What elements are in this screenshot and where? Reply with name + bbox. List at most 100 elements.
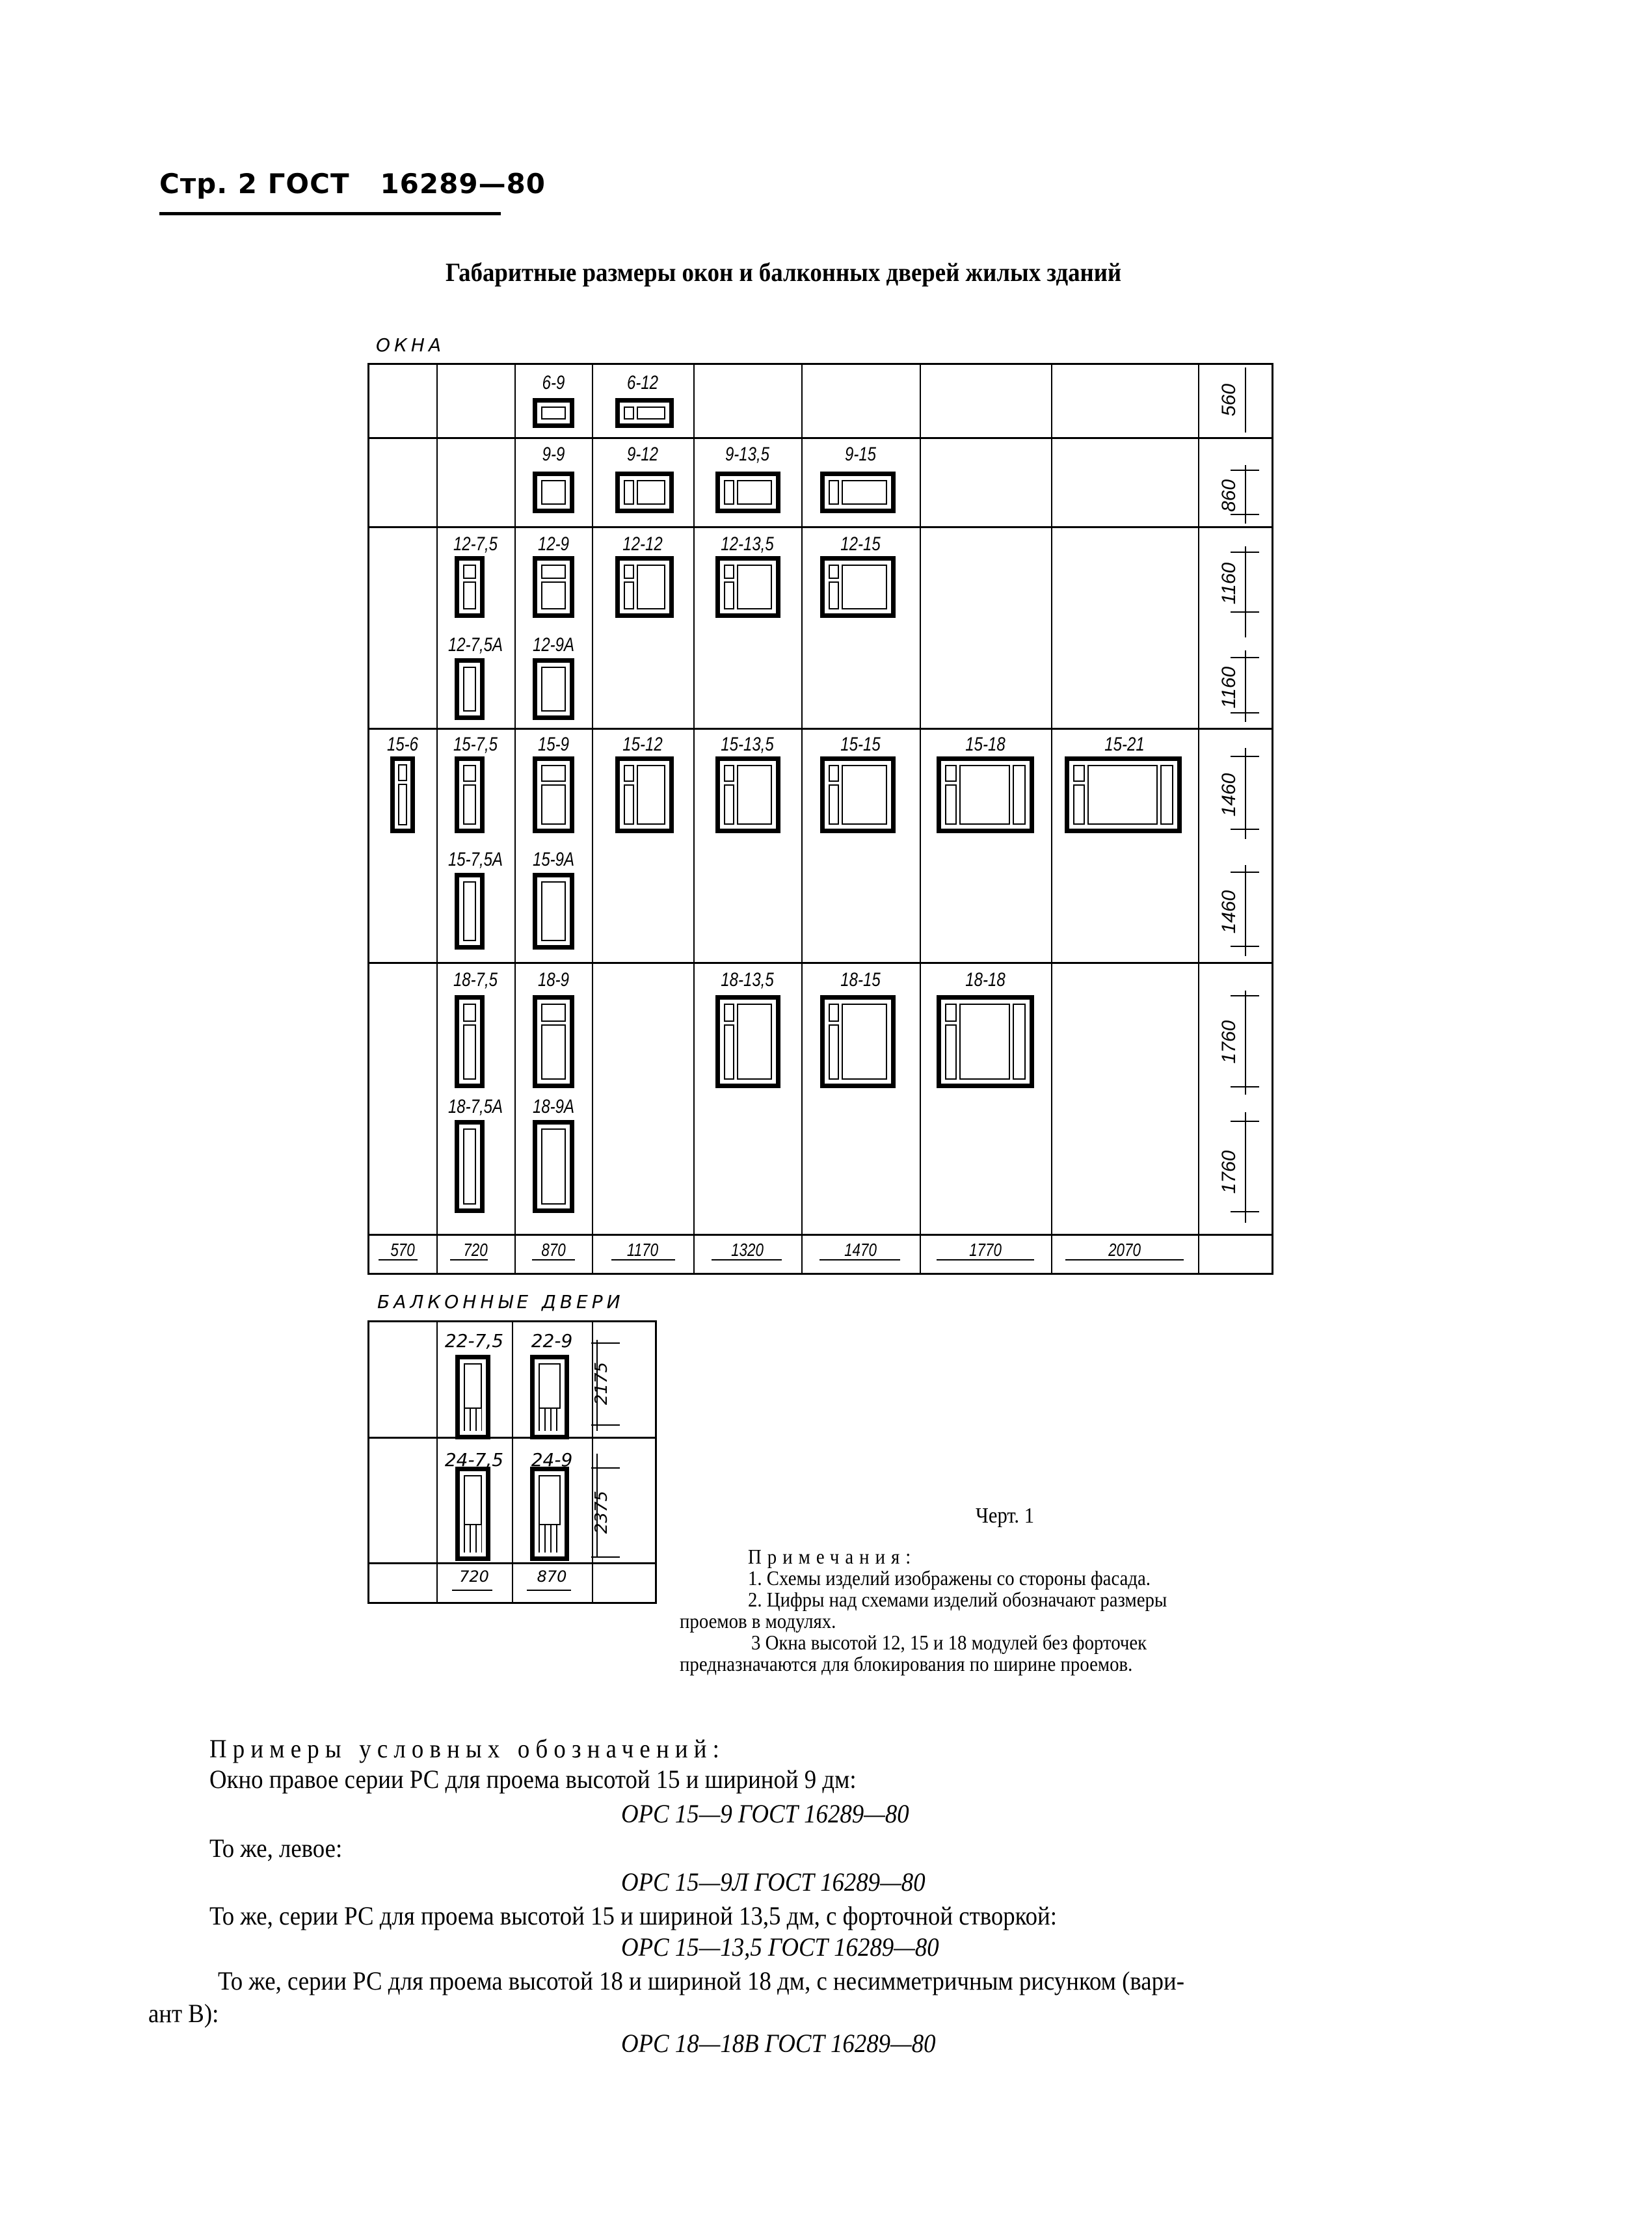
width-dimension: 720 (459, 1567, 489, 1586)
window-18-7-5a-diagram (455, 1120, 485, 1213)
dimension-line (1245, 465, 1246, 524)
window-code: 9-13,5 (725, 444, 770, 465)
column-divider (436, 364, 438, 1275)
window-code: 18-13,5 (721, 969, 774, 991)
door-code: 22-9 (531, 1330, 573, 1352)
dimension-tick (1231, 552, 1259, 553)
door-code: 22-7,5 (444, 1330, 504, 1352)
width-dimension: 570 (390, 1240, 415, 1260)
window-code: 15-13,5 (721, 734, 774, 755)
window-18-18-diagram (937, 995, 1034, 1088)
width-dimension: 1470 (844, 1240, 877, 1260)
dimension-tick (591, 1467, 620, 1469)
row-divider (367, 1562, 657, 1564)
window-9-13-5-diagram (715, 472, 780, 513)
window-code: 15-18 (965, 734, 1006, 755)
dimension-line (1245, 367, 1246, 433)
window-15-9a-diagram (533, 873, 574, 950)
dimension-tick (1231, 872, 1259, 873)
example-code: ОРС 15—9Л ГОСТ 16289—80 (621, 1867, 926, 1897)
width-dimension: 2070 (1108, 1240, 1141, 1260)
dimension-line (937, 1259, 1034, 1260)
dimension-line (1245, 546, 1246, 637)
note-3: 3 Окна высотой 12, 15 и 18 модулей без ф… (751, 1631, 1147, 1654)
height-dimension: 1160 (1218, 562, 1240, 605)
dimension-tick (591, 1424, 620, 1426)
dimension-line (379, 1259, 418, 1260)
window-code: 12-7,5 (453, 533, 498, 555)
window-15-21-diagram (1065, 756, 1182, 833)
column-divider (1051, 364, 1052, 1275)
row-divider (367, 526, 1273, 528)
window-code: 12-7,5А (447, 634, 503, 656)
dimension-tick (1231, 1211, 1259, 1212)
width-dimension: 1320 (731, 1240, 764, 1260)
door-24-9-diagram (530, 1467, 569, 1561)
dimension-line (712, 1259, 782, 1260)
window-9-12-diagram (615, 472, 674, 513)
column-divider (1198, 364, 1199, 1275)
width-dimension: 1170 (626, 1240, 659, 1260)
height-dimension: 1160 (1218, 666, 1240, 709)
door-24-7-5-diagram (455, 1467, 490, 1561)
column-divider (920, 364, 921, 1275)
dimension-line (452, 1590, 492, 1591)
window-code: 12-12 (622, 533, 663, 555)
example-code: ОРС 15—9 ГОСТ 16289—80 (621, 1799, 909, 1828)
window-6-12-diagram (615, 398, 674, 428)
dimension-tick (1231, 470, 1259, 471)
window-code: 12-9А (532, 634, 575, 656)
window-15-7-5a-diagram (455, 873, 485, 950)
row-divider (367, 1437, 657, 1439)
window-code: 9-15 (844, 444, 877, 465)
dimension-tick (1231, 712, 1259, 713)
example-text: То же, серии РС для проема высотой 15 и … (209, 1901, 1057, 1930)
dimension-tick (1231, 756, 1259, 757)
window-15-7-5-diagram (455, 756, 485, 833)
window-15-18-diagram (937, 756, 1034, 833)
window-code: 15-7,5 (453, 734, 498, 755)
note-3-cont: предназначаются для блокирования по шири… (680, 1652, 1133, 1675)
row-divider (367, 1234, 1273, 1236)
example-text: То же, серии РС для проема высотой 18 и … (218, 1966, 1184, 1995)
window-code: 18-7,5 (453, 969, 498, 991)
height-dimension: 1460 (1218, 773, 1240, 817)
window-15-9-diagram (533, 756, 574, 833)
column-divider (801, 364, 803, 1275)
window-18-7-5-diagram (455, 995, 485, 1088)
window-code: 15-15 (840, 734, 881, 755)
height-dimension: 1760 (1218, 1150, 1240, 1194)
dimension-line (611, 1259, 675, 1260)
note-1: 1. Схемы изделий изображены со стороны ф… (748, 1566, 1151, 1590)
width-dimension: 870 (541, 1240, 566, 1260)
column-divider (436, 1320, 438, 1604)
windows-section-label: ОКНА (376, 334, 446, 356)
dimension-line (596, 1454, 598, 1558)
height-dimension: 2375 (592, 1490, 611, 1534)
window-code: 6-12 (626, 372, 659, 393)
example-text: ант В): (148, 1999, 219, 2028)
window-code: 18-15 (840, 969, 881, 991)
dimension-line (532, 1259, 575, 1260)
window-12-7-5a-diagram (455, 658, 485, 720)
window-15-15-diagram (820, 756, 896, 833)
height-dimension: 2175 (592, 1361, 611, 1406)
window-18-15-diagram (820, 995, 896, 1088)
dimension-tick (1231, 1086, 1259, 1087)
doors-section-label: БАЛКОННЫЕ ДВЕРИ (377, 1291, 624, 1313)
examples-heading: Примеры условных обозначений: (209, 1734, 726, 1763)
notes-heading: Примечания: (748, 1545, 917, 1568)
height-dimension: 1460 (1218, 890, 1240, 934)
header-rule (159, 212, 501, 215)
column-divider (693, 364, 695, 1275)
dimension-line (1245, 650, 1246, 722)
window-15-6-diagram (390, 756, 415, 833)
window-code: 9-12 (626, 444, 659, 465)
height-dimension: 860 (1218, 479, 1240, 513)
note-2-cont: проемов в модулях. (680, 1609, 836, 1633)
window-12-9a-diagram (533, 658, 574, 720)
dimension-tick (1231, 514, 1259, 515)
page-header: Стр. 2 ГОСТ 16289—80 (159, 168, 546, 200)
window-code: 18-9 (537, 969, 570, 991)
dimension-tick (1231, 657, 1259, 658)
